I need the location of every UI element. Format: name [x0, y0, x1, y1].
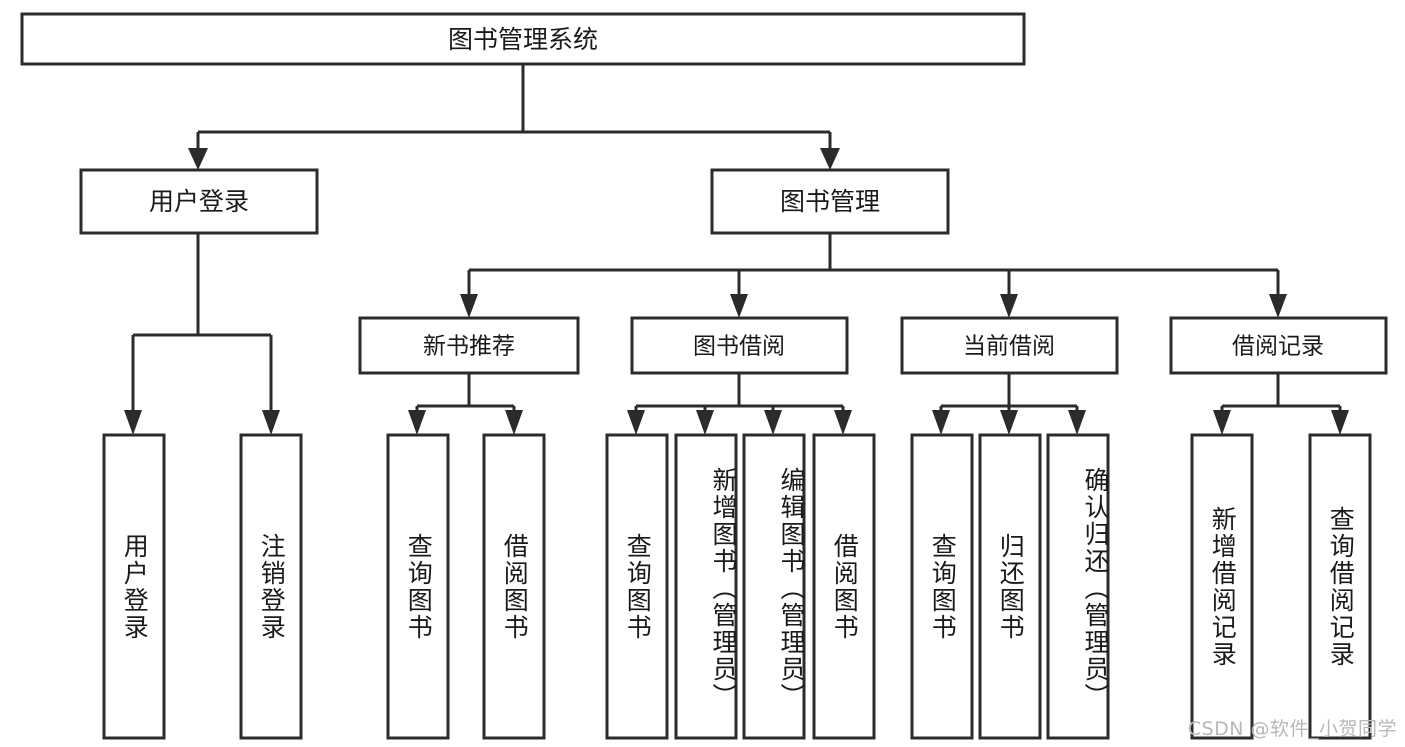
arrow-to-leaf-query-record: [1331, 410, 1349, 435]
node-current-borrow-label: 当前借阅: [963, 334, 1055, 360]
connector-group-book-manage: [460, 233, 1287, 318]
node-borrow-record-label: 借阅记录: [1232, 334, 1324, 360]
node-leaf-query-book-2-box[interactable]: [605, 433, 669, 740]
arrow-to-leaf-query-book-3: [932, 410, 950, 435]
arrow-to-leaf-borrow-book-2: [834, 410, 852, 435]
node-leaf-borrow-book-2-box[interactable]: [812, 433, 876, 740]
arrow-to-leaf-user-login: [124, 410, 142, 435]
connector-group-root: [188, 64, 840, 170]
connector-group-new-book-recommend: [408, 373, 523, 435]
node-leaf-confirm-return-box[interactable]: [1046, 433, 1110, 740]
node-leaf-return-book-box[interactable]: [978, 433, 1042, 740]
node-book-borrow[interactable]: 图书借阅: [630, 316, 849, 375]
connector-group-book-borrow: [627, 373, 852, 435]
connector-group-current-borrow: [932, 373, 1086, 435]
node-user-login-box[interactable]: [79, 168, 319, 235]
node-new-book-recommend[interactable]: 新书推荐: [358, 316, 580, 375]
node-current-borrow[interactable]: 当前借阅: [900, 316, 1119, 375]
node-leaf-query-book-1-box[interactable]: [386, 433, 450, 740]
node-root-box[interactable]: [20, 12, 1026, 66]
arrow-to-new-book-recommend: [460, 294, 478, 318]
arrow-to-leaf-edit-book: [764, 410, 782, 435]
arrow-to-leaf-return-book: [1000, 410, 1018, 435]
arrow-to-book-borrow: [730, 294, 748, 318]
node-book-manage-box[interactable]: [710, 168, 950, 235]
arrow-to-current-borrow: [1000, 294, 1018, 318]
node-leaf-logout-box[interactable]: [239, 433, 303, 740]
node-borrow-record[interactable]: 借阅记录: [1169, 316, 1388, 375]
node-leaf-user-login-box[interactable]: [102, 433, 166, 740]
arrow-to-borrow-record: [1269, 294, 1287, 318]
connector-group-borrow-record: [1213, 373, 1349, 435]
node-new-book-recommend-box[interactable]: [358, 316, 580, 375]
node-user-login[interactable]: 用户登录: [79, 168, 319, 235]
arrow-to-leaf-borrow-book-1: [505, 410, 523, 435]
node-book-borrow-box[interactable]: [630, 316, 849, 375]
node-leaf-add-record-box[interactable]: [1190, 433, 1254, 740]
node-root-label: 图书管理系统: [448, 25, 598, 54]
arrow-to-leaf-confirm-return: [1068, 410, 1086, 435]
arrow-root-to-user-login: [188, 148, 208, 170]
arrow-to-leaf-query-book-1: [408, 410, 426, 435]
node-user-login-label: 用户登录: [149, 187, 249, 216]
node-new-book-recommend-label: 新书推荐: [423, 334, 515, 360]
node-book-borrow-label: 图书借阅: [693, 334, 785, 360]
node-leaf-query-record-box[interactable]: [1308, 433, 1372, 740]
csdn-watermark: CSDN @软件_小贺同学: [1187, 718, 1397, 740]
connector-group-user-login: [124, 233, 280, 435]
node-borrow-record-box[interactable]: [1169, 316, 1388, 375]
node-leaf-edit-book-box[interactable]: [742, 433, 806, 740]
node-root[interactable]: 图书管理系统: [20, 12, 1026, 66]
arrow-to-leaf-query-book-2: [627, 410, 645, 435]
node-book-manage[interactable]: 图书管理: [710, 168, 950, 235]
arrow-root-to-book-manage: [820, 148, 840, 170]
node-book-manage-label: 图书管理: [780, 187, 880, 216]
node-current-borrow-box[interactable]: [900, 316, 1119, 375]
leaf-boxes: [102, 433, 1372, 740]
arrow-to-leaf-add-record: [1213, 410, 1231, 435]
node-leaf-borrow-book-1-box[interactable]: [482, 433, 546, 740]
arrow-to-leaf-logout: [262, 410, 280, 435]
node-leaf-query-book-3-box[interactable]: [910, 433, 974, 740]
arrow-to-leaf-add-book: [696, 410, 714, 435]
node-leaf-add-book-box[interactable]: [674, 433, 738, 740]
